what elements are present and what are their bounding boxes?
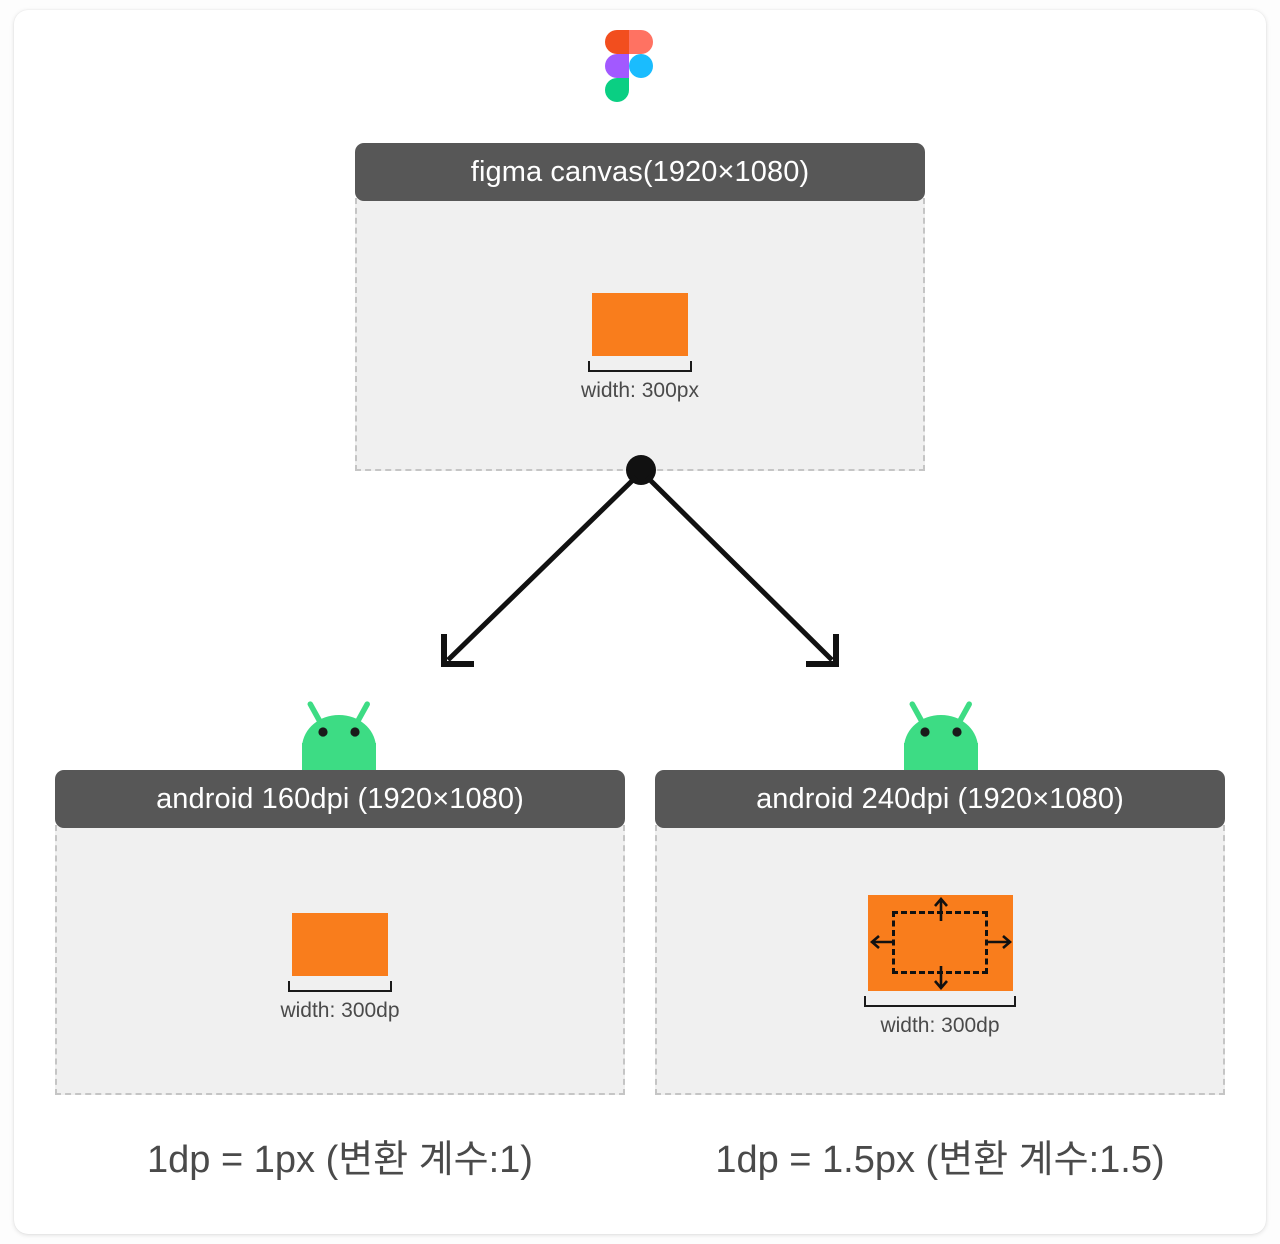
android-240dpi-header-label: android 240dpi (1920×1080) [756,782,1124,815]
android-240dpi-header: android 240dpi (1920×1080) [655,770,1225,828]
android-240dpi-panel: android 240dpi (1920×1080) [655,770,1225,1095]
android-160dpi-shape-group: width: 300dp [195,913,485,1023]
android-160dpi-header-label: android 160dpi (1920×1080) [156,782,524,815]
arrow-right-icon [987,935,1012,949]
android-240dpi-orange-rectangle [867,895,1013,991]
android-logo-left [293,697,385,783]
arrow-down-icon [933,966,948,990]
android-160dpi-width-label: width: 300dp [280,999,400,1022]
caption-160dpi: 1dp = 1px (변환 계수:1) [147,1139,533,1181]
android-240dpi-width-bracket [864,996,1016,1007]
figma-canvas-header: figma canvas(1920×1080) [355,143,925,201]
figma-logo-svg [605,30,653,102]
android-logo-left-svg [302,701,376,783]
android-logo-right [895,697,987,783]
android-160dpi-header: android 160dpi (1920×1080) [55,770,625,828]
caption-240dpi: 1dp = 1.5px (변환 계수:1.5) [715,1139,1165,1181]
android-240dpi-shape-group: width: 300dp [795,895,1085,1038]
figma-width-label: width: 300px [581,379,699,402]
arrow-up-icon [933,897,948,921]
android-240dpi-width-label: width: 300dp [880,1014,1000,1037]
android-160dpi-orange-rectangle [292,913,388,976]
android-logo-right-svg [904,701,978,783]
figma-canvas-header-label: figma canvas(1920×1080) [470,155,810,188]
android-160dpi-panel: android 160dpi (1920×1080) width: 300dp [55,770,625,1095]
figma-width-bracket [588,361,692,372]
arrow-left-icon [869,935,894,949]
figma-canvas-panel: figma canvas(1920×1080) width: 300px [355,143,925,471]
figma-orange-rectangle [592,293,688,356]
figma-shape-group: width: 300px [495,293,785,403]
android-160dpi-width-bracket [288,981,392,992]
figma-logo [605,30,677,120]
